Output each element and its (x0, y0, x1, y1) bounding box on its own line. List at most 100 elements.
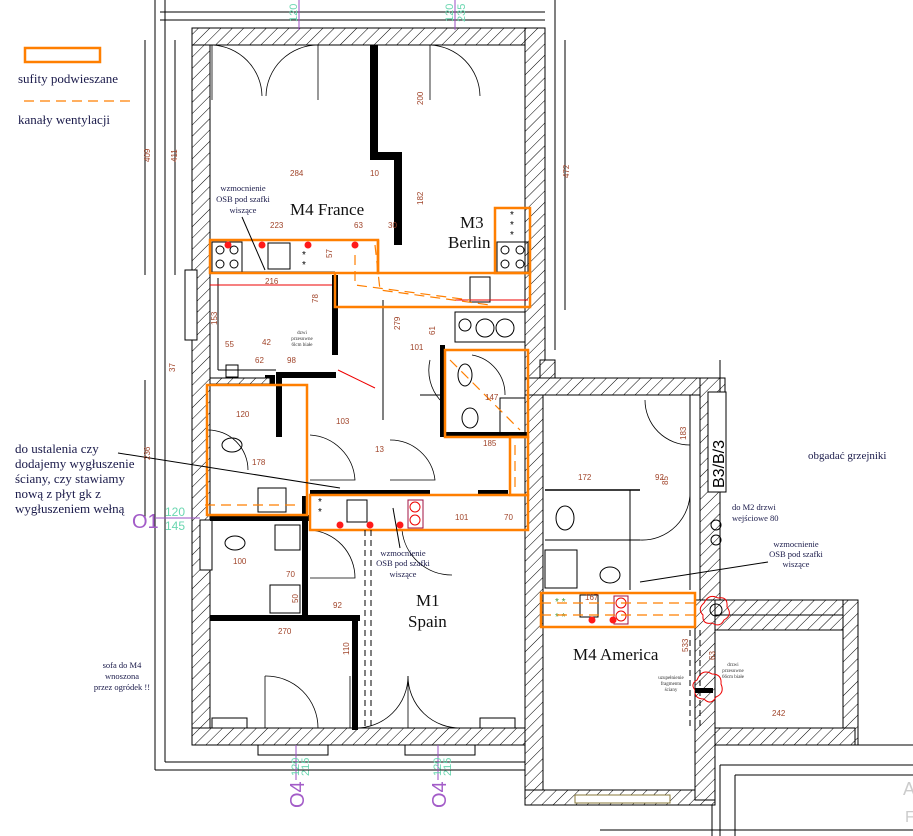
window-o4-right-width: 120 (432, 758, 444, 776)
dimension-label: 167 (585, 593, 599, 602)
svg-text:przesuwne: przesuwne (291, 337, 313, 342)
toilet-icon (457, 363, 473, 387)
room-label-spain-code: M1 (416, 591, 440, 610)
dimension-label: 37 (168, 363, 177, 372)
dimension-label: 223 (270, 221, 284, 230)
svg-text:66cm białe: 66cm białe (722, 675, 745, 680)
dimension-label: 62 (255, 356, 264, 365)
dimension-label: 182 (416, 191, 425, 205)
dimension-label: 57 (325, 249, 334, 258)
suspended-ceilings (205, 206, 697, 629)
note-radiators: obgadać grzejniki (808, 450, 887, 462)
dimension-label: 120 (236, 410, 250, 419)
dimension-label: 172 (578, 473, 592, 482)
dimension-label: 61 (428, 326, 437, 335)
svg-text:sofa do M4: sofa do M4 (103, 660, 142, 670)
svg-text:*: * (318, 497, 322, 508)
svg-text:wiszące: wiszące (390, 569, 417, 579)
ventilation-ducts (205, 244, 700, 616)
legend-ceiling-swatch (23, 46, 102, 64)
window-o1-label: O1 (132, 511, 159, 533)
svg-text:* *: * * (555, 612, 566, 623)
svg-text:fragmentu: fragmentu (661, 682, 682, 687)
dimension-label: 153 (210, 311, 219, 325)
window-top-left-width: 120 (288, 4, 300, 22)
dimension-label: 92 (655, 473, 664, 482)
dimension-label: 78 (311, 294, 320, 303)
note-osb-spain: wzmocnienie OSB pod szafki wiszące (376, 548, 430, 579)
toilet-icon (555, 505, 575, 531)
svg-text:OSB pod szafki: OSB pod szafki (376, 558, 430, 568)
svg-text:wzmocnienie: wzmocnienie (773, 539, 819, 549)
legend-vent-label: kanały wentylacji (18, 112, 110, 127)
window-o4-left-label: O4 (287, 781, 309, 808)
hob-icon (613, 595, 629, 625)
stove-icon (496, 241, 529, 273)
legend: sufity podwieszane kanały wentylacji (18, 46, 132, 127)
svg-text:wiszące: wiszące (783, 559, 810, 569)
svg-text:do M2 drzwi: do M2 drzwi (732, 502, 777, 512)
dimension-label: 55 (225, 340, 234, 349)
dimension-label: 409 (143, 148, 152, 162)
stair-code: B3/B/3 (711, 440, 728, 488)
svg-text:wnoszona: wnoszona (105, 671, 139, 681)
sink-icon (579, 594, 599, 618)
svg-text:OSB pod szafki: OSB pod szafki (769, 549, 823, 559)
room-label-spain-name: Spain (408, 612, 447, 631)
svg-text:wygłuszeniem wełną: wygłuszeniem wełną (15, 501, 125, 516)
room-label-america: M4 America (573, 645, 659, 664)
svg-text:przez ogródek !!: przez ogródek !! (94, 682, 150, 692)
dimension-label: 30 (388, 221, 397, 230)
svg-text:6lcm białe: 6lcm białe (292, 343, 314, 348)
svg-text:ściany: ściany (665, 688, 678, 693)
dimension-label: 100 (233, 557, 247, 566)
notes: wzmocnienie OSB pod szafki wiszące wzmoc… (15, 183, 913, 826)
dimension-label: 101 (410, 343, 424, 352)
svg-text:dzwi: dzwi (297, 331, 307, 336)
note-sofa: sofa do M4 wnoszona przez ogródek !! (94, 660, 150, 692)
dimension-label: 216 (265, 277, 279, 286)
svg-text:wiszące: wiszące (230, 205, 257, 215)
window-markers: O1 120 145 O4 120 215 O4 120 215 120 120… (132, 0, 468, 808)
svg-text:*: * (302, 260, 306, 271)
svg-text:dodajemy wygłuszenie: dodajemy wygłuszenie (15, 456, 135, 471)
dimension-label: 98 (287, 356, 296, 365)
corner-letter-f: F (905, 809, 913, 826)
room-labels: M4 France M3 Berlin M1 Spain M4 America (290, 200, 659, 664)
dimension-label: 103 (336, 417, 350, 426)
dimension-label: 472 (562, 164, 571, 178)
building-outline (154, 0, 913, 836)
note-sliding-door-america: drzwi przesuwne 66cm białe (722, 663, 745, 680)
note-sliding-door-france: dzwi przesuwne 6lcm białe (291, 331, 313, 348)
svg-text:drzwi: drzwi (727, 663, 739, 668)
svg-text:*: * (318, 507, 322, 518)
svg-text:ściany, czy stawiamy: ściany, czy stawiamy (15, 471, 125, 486)
doors (207, 44, 691, 729)
note-m2-door: do M2 drzwi wejściowe 80 (732, 502, 779, 523)
dimension-label: 270 (278, 627, 292, 636)
svg-text:OSB pod szafki: OSB pod szafki (216, 194, 270, 204)
room-label-france: M4 France (290, 200, 364, 219)
dimension-label: 200 (416, 91, 425, 105)
svg-text:*: * (510, 220, 514, 231)
window-o1-width: 120 (165, 505, 185, 519)
dimension-label: 63 (354, 221, 363, 230)
dimension-label: 70 (286, 570, 295, 579)
fixtures: ** *** ** * * * * (211, 210, 730, 804)
window-o1-height: 145 (165, 519, 185, 533)
dimension-label: 236 (143, 446, 152, 460)
legend-ceiling-label: sufity podwieszane (18, 71, 118, 86)
svg-text:przesuwne: przesuwne (722, 669, 744, 674)
dimension-label: 185 (483, 439, 497, 448)
window-o4-left-height: 215 (300, 758, 312, 776)
sink-icon (257, 487, 287, 513)
svg-text:nową z płyt gk z: nową z płyt gk z (15, 486, 101, 501)
exterior-walls (184, 27, 859, 806)
svg-text:wejściowe 80: wejściowe 80 (732, 513, 779, 523)
svg-text:*: * (510, 230, 514, 241)
dimension-label: 85 (661, 476, 670, 485)
svg-text:*: * (510, 210, 514, 221)
note-wall-fill: uzupełnienie fragmentu ściany (658, 676, 684, 693)
svg-text:*: * (302, 250, 306, 261)
